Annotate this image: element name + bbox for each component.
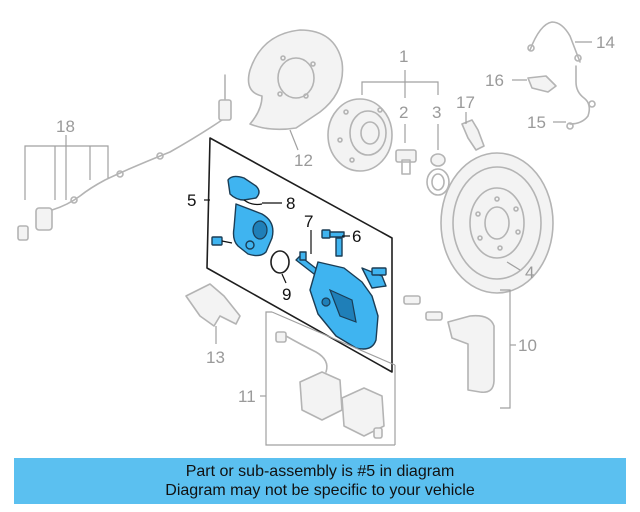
callout-10: 10: [518, 336, 537, 355]
callout-13: 13: [206, 348, 225, 367]
callout-8: 8: [286, 194, 295, 213]
callout-4: 4: [525, 263, 534, 282]
callout-2: 2: [399, 103, 408, 122]
callout-1: 1: [399, 47, 408, 66]
callout-12: 12: [294, 151, 313, 170]
dust-shield: [247, 29, 344, 131]
callout-5: 5: [187, 191, 196, 210]
callout-17: 17: [456, 93, 475, 112]
banner-line-1: Part or sub-assembly is #5 in diagram: [185, 463, 455, 480]
mounting-bracket: [185, 283, 241, 327]
parts-diagram: 4 1 2 3 12: [17, 21, 615, 446]
callout-16: 16: [485, 71, 504, 90]
hub-nut: [426, 153, 450, 196]
caliper-carrier: [403, 295, 495, 394]
brake-line: [566, 65, 596, 130]
callout-11: 11: [238, 387, 256, 406]
actuator-bolt: [211, 236, 233, 246]
brake-hose: [527, 21, 582, 63]
wheel-hub: [327, 98, 393, 172]
brake-pads: [275, 331, 385, 439]
callout-18: 18: [56, 117, 75, 136]
callout-6: 6: [352, 227, 361, 246]
pin-boot: [321, 229, 345, 257]
bleeder-screw: [461, 119, 485, 151]
banner-line-2: Diagram may not be specific to your vehi…: [165, 482, 475, 499]
o-ring: [270, 250, 290, 274]
info-banner: Part or sub-assembly is #5 in diagram Di…: [14, 458, 626, 504]
caliper-housing: [309, 261, 387, 350]
callout-15: 15: [527, 113, 546, 132]
callout-14: 14: [596, 33, 615, 52]
brake-disc: [440, 152, 554, 294]
callout-3: 3: [432, 103, 441, 122]
abs-sensor-harness: [17, 74, 232, 241]
callout-9: 9: [282, 285, 291, 304]
callout-7: 7: [304, 212, 313, 231]
caliper-bolt: [371, 267, 387, 276]
assembly-outline: [206, 137, 393, 373]
guide-pin: [295, 251, 319, 275]
hub-bolt: [395, 149, 417, 175]
hose-bracket: [527, 75, 557, 93]
parking-brake-actuator: [227, 175, 274, 257]
